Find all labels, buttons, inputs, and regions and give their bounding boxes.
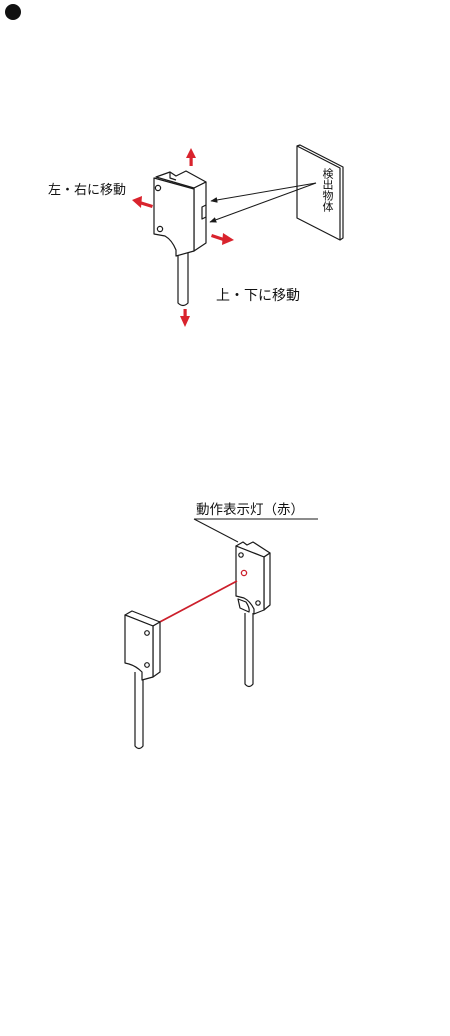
- label-move-up-down: 上・下に移動: [216, 288, 300, 304]
- sensor-top-view: [153, 170, 207, 307]
- emitter-sensor: [124, 610, 161, 750]
- label-move-left-right: 左・右に移動: [48, 183, 127, 198]
- label-operation-indicator: 動作表示灯（赤）: [196, 502, 304, 518]
- indicator-leader-line: [193, 518, 318, 543]
- indicator-lamp-icon: [240, 569, 248, 577]
- object-pointer-lines: [209, 182, 317, 223]
- arrow-right-icon: [211, 233, 234, 245]
- move-arrows: [132, 148, 234, 327]
- receiver-sensor: [235, 541, 271, 688]
- arrow-left-icon: [132, 196, 153, 208]
- light-beam: [155, 580, 238, 625]
- section-bullet: [5, 4, 21, 20]
- arrow-up-icon: [186, 148, 196, 166]
- arrow-down-icon: [180, 309, 190, 327]
- detected-object-plate: [296, 144, 344, 241]
- label-detected-object: 検出物体: [321, 168, 334, 212]
